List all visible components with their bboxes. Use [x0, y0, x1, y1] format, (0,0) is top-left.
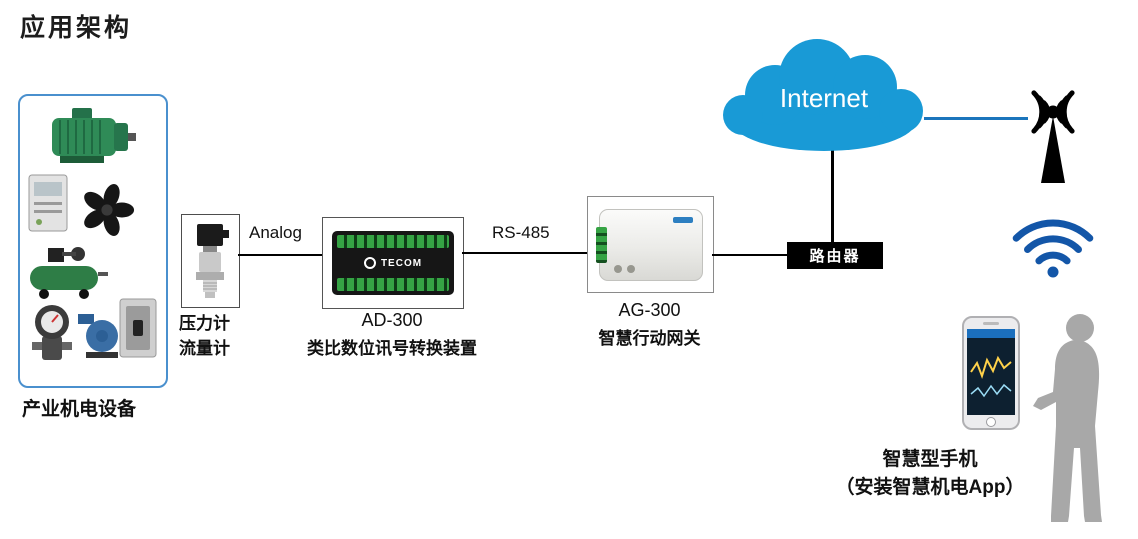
ad300-to-ag300-line — [462, 252, 587, 254]
person-silhouette — [1028, 312, 1123, 527]
sensor-caption: 压力计 流量计 — [179, 311, 230, 361]
router-node: 路由器 — [787, 242, 883, 269]
compressor-icon — [26, 242, 110, 300]
tecom-brand-text: TECOM — [380, 257, 423, 269]
ag300-caption: AG-300 智慧行动网关 — [577, 300, 722, 349]
ad300-device: TECOM — [332, 231, 454, 295]
cloud-to-antenna-line — [924, 117, 1028, 120]
terminal-strip-top — [337, 235, 449, 248]
ag300-port — [626, 264, 635, 273]
control-box-icon — [28, 174, 68, 232]
analog-link-label: Analog — [249, 223, 302, 242]
fan-icon — [78, 182, 136, 238]
router-label: 路由器 — [809, 248, 861, 265]
tecom-logo: TECOM — [337, 257, 449, 269]
circuit-breaker-icon — [119, 298, 157, 358]
router-to-cloud-line — [831, 149, 834, 243]
pump-icon — [76, 312, 122, 360]
motor-icon — [48, 106, 140, 168]
ag300-port — [613, 264, 622, 273]
sensor-caption-line2: 流量计 — [179, 339, 230, 358]
sensor-caption-line1: 压力计 — [179, 314, 230, 333]
rs485-link-label: RS-485 — [492, 223, 550, 242]
ag300-model: AG-300 — [618, 300, 681, 320]
smartphone-caption-line2: （安装智慧机电App） — [835, 477, 1025, 498]
pressure-sensor-icon — [195, 224, 229, 298]
sensor-box — [181, 214, 240, 308]
ag300-logo — [672, 216, 693, 223]
ag300-ports — [613, 264, 635, 273]
flow-meter-icon — [30, 302, 74, 364]
smartphone-caption-line1: 智慧型手机 — [882, 449, 978, 470]
page-title: 应用架构 — [20, 14, 133, 42]
internet-label: Internet — [779, 83, 869, 113]
sensor-to-ad300-line — [238, 254, 322, 256]
ag300-terminal — [595, 226, 607, 263]
internet-cloud: Internet — [713, 33, 935, 155]
ag300-device — [595, 208, 703, 281]
smartphone-caption: 智慧型手机 （安装智慧机电App） — [790, 446, 1070, 502]
smartphone-image — [962, 316, 1020, 430]
wifi-icon — [1008, 218, 1098, 282]
ad300-caption: AD-300 类比数位讯号转换装置 — [302, 310, 482, 359]
ad300-box: TECOM — [322, 217, 464, 309]
tecom-logo-ring — [363, 257, 376, 269]
equipment-caption: 产业机电设备 — [22, 399, 137, 420]
ag300-to-router-line — [712, 254, 787, 256]
ad300-model: AD-300 — [361, 310, 423, 330]
ag300-desc: 智慧行动网关 — [598, 329, 701, 348]
broadcast-antenna-icon — [1012, 86, 1094, 186]
cloud-icon — [723, 39, 923, 151]
terminal-strip-bottom — [337, 278, 449, 291]
ad300-desc: 类比数位讯号转换装置 — [307, 339, 477, 358]
equipment-group-box — [18, 94, 168, 388]
ag300-box — [587, 196, 714, 293]
